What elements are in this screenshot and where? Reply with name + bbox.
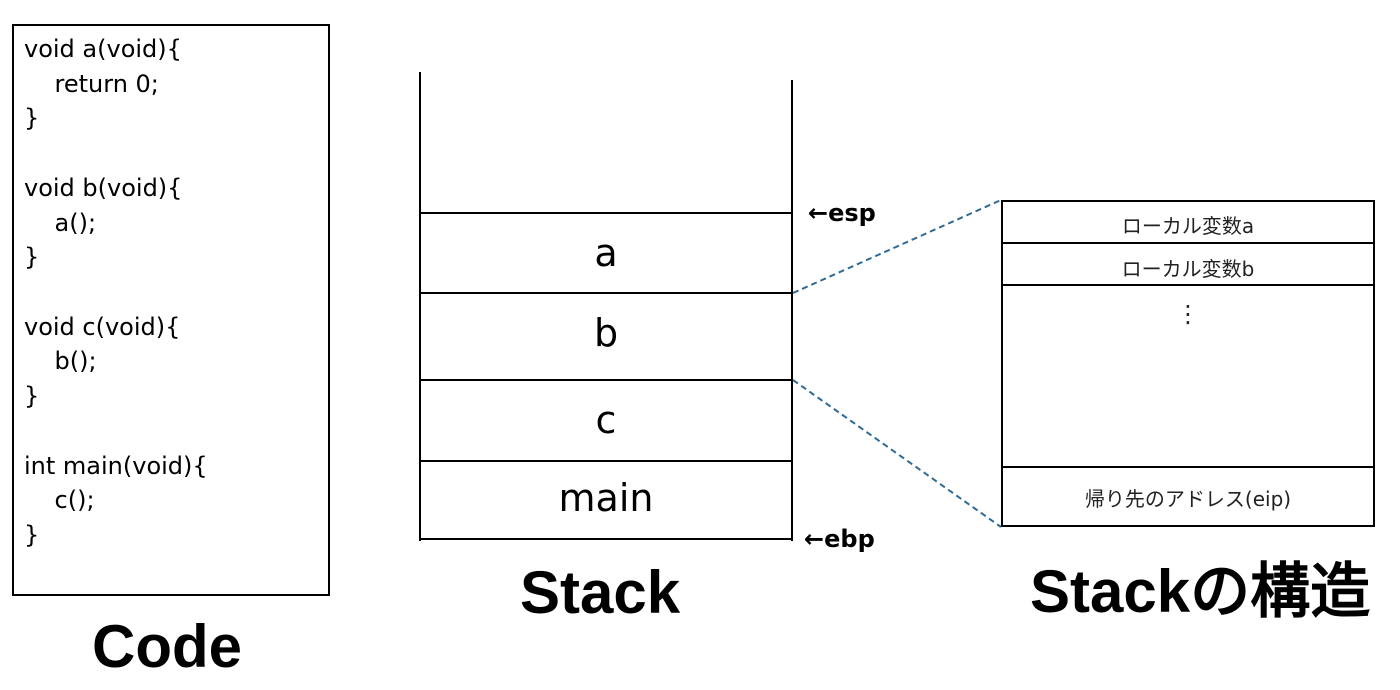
code-line: } (24, 382, 40, 410)
stack-left-wall (419, 72, 421, 541)
stack-divider (419, 379, 793, 381)
code-line: } (24, 104, 40, 132)
code-line: return 0; (24, 70, 159, 98)
esp-label: esp (828, 199, 876, 227)
structure-divider (1001, 242, 1375, 244)
stack-frame-b: b (593, 311, 619, 355)
zoom-line-top (792, 199, 1002, 294)
return-address: 帰り先のアドレス(eip) (1084, 487, 1292, 511)
code-panel (12, 24, 330, 596)
stack-right-wall (791, 80, 793, 541)
ebp-pointer: ←ebp (804, 525, 875, 553)
stack-bottom (419, 538, 793, 540)
stack-divider (419, 292, 793, 294)
structure-divider (1001, 284, 1375, 286)
ellipsis-icon: ⋮ (1176, 300, 1200, 328)
local-variable-b: ローカル変数b (1121, 257, 1255, 281)
left-arrow-icon: ← (808, 199, 829, 227)
stack-title: Stack (520, 559, 681, 626)
zoom-line-bottom (792, 379, 1002, 528)
code-line: a(); (24, 209, 97, 237)
esp-pointer: ←esp (808, 199, 876, 227)
ebp-label: ebp (824, 525, 875, 553)
code-line: b(); (24, 347, 97, 375)
stack-frame-a: a (594, 231, 618, 275)
stack-structure-box (1001, 200, 1375, 527)
code-line: } (24, 521, 40, 549)
code-title: Code (92, 613, 242, 680)
stack-frame-main: main (558, 476, 654, 520)
code-line: void a(void){ (24, 35, 182, 63)
local-variable-a: ローカル変数a (1121, 214, 1255, 238)
structure-title: Stackの構造 (1030, 558, 1371, 625)
left-arrow-icon: ← (804, 525, 825, 553)
code-line: } (24, 243, 40, 271)
code-line: int main(void){ (24, 452, 208, 480)
stack-divider (419, 212, 793, 214)
stack-divider (419, 460, 793, 462)
code-line: void c(void){ (24, 313, 181, 341)
code-line: void b(void){ (24, 174, 183, 202)
code-line: c(); (24, 486, 95, 514)
stack-frame-c: c (595, 398, 617, 442)
structure-divider (1001, 466, 1375, 468)
